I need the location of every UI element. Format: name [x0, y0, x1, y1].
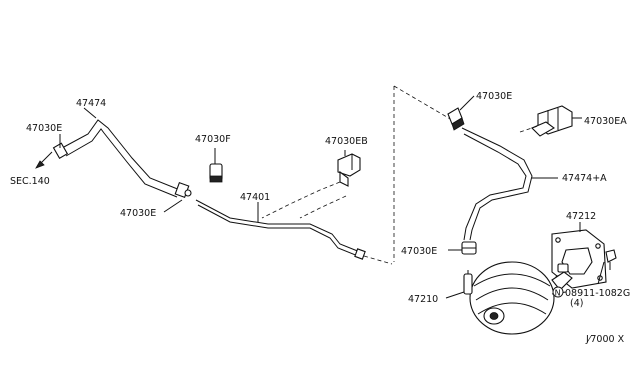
dash-eb-1 [261, 181, 341, 219]
leader-nut [597, 261, 605, 285]
label-47030E-lower-right: 47030E [401, 246, 437, 257]
clamp-47030E-top-right [447, 107, 465, 131]
clip-47030EB [337, 150, 361, 187]
label-nut-qty: (4) [570, 298, 583, 309]
hose-47474 [61, 119, 181, 198]
clamp-right-end [174, 181, 192, 199]
leader-47030E-mid [163, 199, 183, 213]
label-47030EB: 47030EB [325, 136, 368, 147]
leader-47030E-tr [459, 95, 475, 111]
label-47474: 47474 [76, 98, 106, 109]
label-sec140: SEC.140 [10, 176, 50, 187]
hose-47474A [461, 127, 533, 241]
nut-marker-circle [552, 286, 564, 298]
clamp-left-end [52, 142, 69, 159]
clip-47030F [209, 148, 223, 183]
dash-eb-2 [299, 195, 347, 219]
label-47474A: 47474+A [562, 173, 607, 184]
brake-booster-47210 [463, 261, 573, 335]
clip-47030EA [531, 105, 582, 137]
leader-47474 [83, 107, 97, 119]
label-47030E-mid-left: 47030E [120, 208, 156, 219]
label-47210: 47210 [408, 294, 438, 305]
leader-47210 [445, 291, 465, 299]
label-nut: 08911-1082G [565, 288, 630, 299]
dash-link-c [393, 85, 453, 121]
label-47030E-top-left: 47030E [26, 123, 62, 134]
label-47401: 47401 [240, 192, 270, 203]
tube-47401 [195, 199, 366, 260]
dash-ea [519, 125, 539, 133]
label-nut-marker: N [555, 289, 561, 298]
label-47030E-top-right: 47030E [476, 91, 512, 102]
sec-arrow-icon [35, 151, 53, 169]
nut-08911 [605, 249, 617, 270]
label-47030F: 47030F [195, 134, 231, 145]
label-diagram-code: J⁄7000 X [585, 334, 625, 345]
dash-link-a [363, 255, 393, 265]
clamp-47030E-lower [461, 241, 477, 255]
label-47212: 47212 [566, 211, 596, 222]
label-47030EA: 47030EA [584, 116, 627, 127]
